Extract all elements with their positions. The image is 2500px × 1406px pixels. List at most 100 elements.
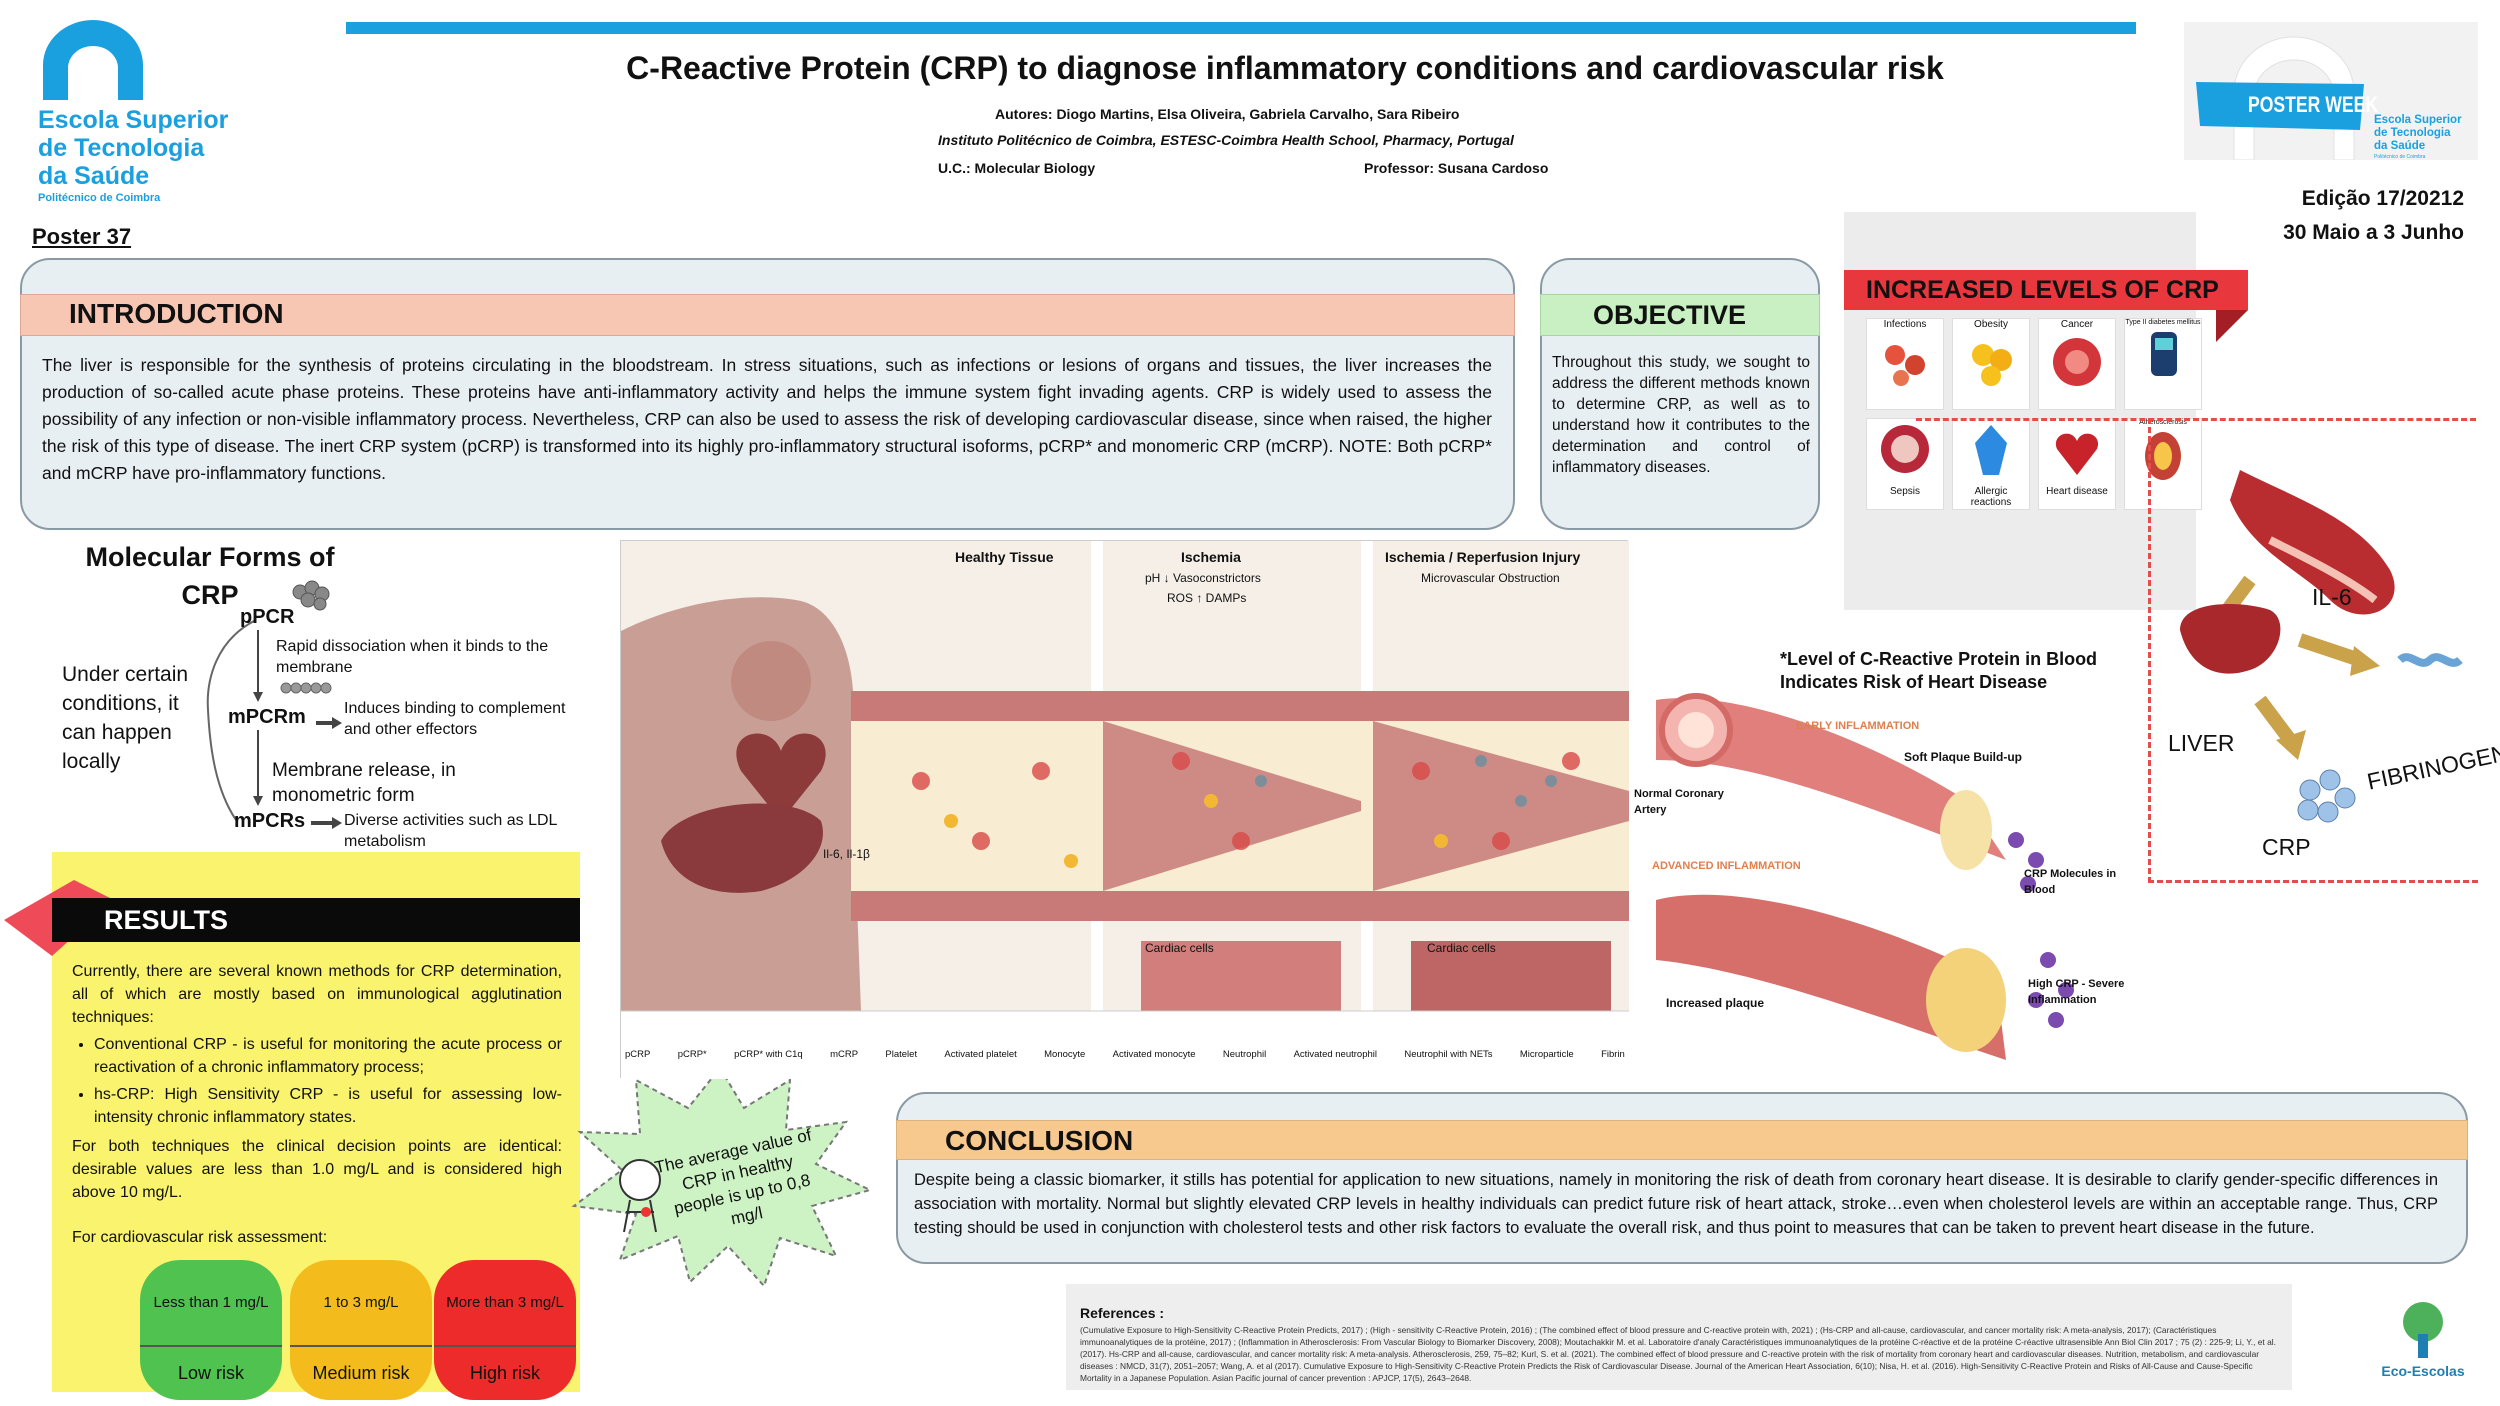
- heart-disease-title: *Level of C-Reactive Protein in Blood In…: [1780, 649, 2098, 692]
- molecular-forms-title: Molecular Forms of CRP: [85, 542, 335, 610]
- legend-item: Platelet: [885, 1049, 918, 1060]
- vascular-illustration: [621, 541, 1629, 1079]
- fig-col-ischemia-sub1: pH ↓ Vasoconstrictors: [1145, 571, 1261, 585]
- fig-col-ischemia-sub2: ROS ↑ DAMPs: [1167, 591, 1247, 605]
- conclusion-text: Despite being a classic biomarker, it st…: [914, 1171, 2438, 1237]
- poster-week-sub: Politécnico de Coimbra: [2374, 154, 2426, 160]
- results-text: Currently, there are several known metho…: [72, 960, 562, 1249]
- introduction-text: The liver is responsible for the synthes…: [42, 355, 1492, 483]
- legend-item: Fibrin: [1601, 1049, 1625, 1060]
- pcrp-label: pPCR: [240, 606, 295, 628]
- increased-levels-heading: INCREASED LEVELS OF CRP: [1844, 270, 2248, 310]
- cycle-dashed-top: [1916, 418, 2476, 421]
- mf-note-dissociation: Rapid dissociation when it binds to the …: [276, 638, 549, 676]
- tile-infections: Infections: [1866, 318, 1944, 410]
- fig-legend: pCRP pCRP* pCRP* with C1q mCRP Platelet …: [625, 1049, 1625, 1060]
- artery-icon: [2145, 432, 2181, 480]
- legend-item: Activated neutrophil: [1293, 1049, 1378, 1060]
- increased-plaque-label: Increased plaque: [1666, 996, 1765, 1010]
- glucometer-icon: [2151, 332, 2177, 376]
- starburst-icon: [571, 1066, 873, 1288]
- poster-week-arch-icon: [2196, 36, 2364, 161]
- results-cardio: For cardiovascular risk assessment:: [72, 1229, 328, 1246]
- references-heading: References :: [1080, 1305, 1165, 1321]
- tile-heart-disease: Heart disease: [2038, 418, 2116, 510]
- results-heading: RESULTS: [52, 898, 580, 942]
- poster-title: C-Reactive Protein (CRP) to diagnose inf…: [626, 50, 1944, 86]
- sepsis-icon: [1881, 425, 1929, 473]
- advanced-inflammation-label: ADVANCED INFLAMMATION: [1652, 860, 1801, 872]
- risk-medium: 1 to 3 mg/L Medium risk: [290, 1260, 432, 1404]
- results-bullet: Conventional CRP - is useful for monitor…: [94, 1033, 562, 1079]
- mf-note-ldl: Diverse activities such as LDL metabolis…: [344, 812, 557, 850]
- course-unit: U.C.: Molecular Biology: [938, 160, 1096, 176]
- tile-cancer: Cancer: [2038, 318, 2116, 410]
- legend-item: Activated platelet: [944, 1049, 1017, 1060]
- eco-escolas-logo: Eco-Escolas: [2368, 1300, 2478, 1390]
- legend-item: Microparticle: [1519, 1049, 1574, 1060]
- school-name: Escola Superior de Tecnologia da Saúde: [38, 106, 229, 190]
- risk-medium-level: Medium risk: [290, 1345, 432, 1400]
- crp-molecules-label: CRP Molecules in Blood: [2024, 868, 2117, 896]
- tile-atherosclerosis: Atherosclerosis: [2124, 418, 2202, 510]
- poster-number: Poster 37: [32, 224, 132, 249]
- legend-item: Neutrophil: [1222, 1049, 1267, 1060]
- molecular-forms-side-text: Under certain conditions, it can happen …: [62, 663, 189, 773]
- results-bullets: Conventional CRP - is useful for monitor…: [72, 1033, 562, 1129]
- poster-week-label: POSTER WEEK: [2248, 92, 2379, 117]
- high-crp-label: High CRP - Severe Inflammation: [2028, 978, 2125, 1006]
- heart-icon: [2055, 433, 2099, 475]
- fig-col-reperfusion: Ischemia / Reperfusion Injury: [1385, 549, 1581, 565]
- fig-cytokines: Il-6, Il-1β: [823, 847, 870, 861]
- results-bullet: hs-CRP: High Sensitivity CRP - is useful…: [94, 1083, 562, 1129]
- mpcrs-label: mPCRs: [234, 810, 306, 832]
- references-text: (Cumulative Exposure to High-Sensitivity…: [1080, 1325, 2276, 1383]
- school-logo-icon: [43, 20, 143, 100]
- risk-low: Less than 1 mg/L Low risk: [140, 1260, 282, 1404]
- tile-allergic: Allergic reactions: [1952, 418, 2030, 510]
- soft-plaque-label: Soft Plaque Build-up: [1904, 750, 2022, 764]
- cancer-icon: [2053, 338, 2101, 386]
- edition-info: Edição 17/20212 30 Maio a 3 Junho: [2283, 187, 2464, 244]
- school-subtitle: Politécnico de Coimbra: [38, 192, 161, 204]
- crp-label: CRP: [2262, 834, 2311, 860]
- legend-item: pCRP: [625, 1049, 651, 1060]
- obesity-icon: [1972, 344, 2012, 386]
- liver-cycle-diagram: [2180, 470, 2463, 823]
- tile-diabetes: Type II diabetes mellitus: [2124, 318, 2202, 410]
- cycle-panel: [2148, 418, 2478, 883]
- allergy-icon: [1975, 425, 2007, 475]
- normal-artery-label: Normal Coronary Artery: [1634, 788, 1724, 816]
- risk-medium-range: 1 to 3 mg/L: [290, 1260, 432, 1345]
- fig-col-reperfusion-sub: Microvascular Obstruction: [1421, 571, 1560, 585]
- objective-heading: OBJECTIVE: [1540, 294, 1820, 336]
- legend-item: Neutrophil with NETs: [1404, 1049, 1493, 1060]
- tile-obesity: Obesity: [1952, 318, 2030, 410]
- il6-label: IL-6: [2312, 584, 2352, 610]
- ribbon-fold-icon: [2216, 310, 2248, 342]
- introduction-heading: INTRODUCTION: [20, 294, 1515, 336]
- poster-week-logo: POSTER WEEK Escola Superior de Tecnologi…: [2184, 22, 2478, 161]
- fig-col-ischemia: Ischemia: [1181, 549, 1241, 565]
- risk-high-level: High risk: [434, 1345, 576, 1400]
- institute: Instituto Politécnico de Coimbra, ESTESC…: [938, 132, 1514, 148]
- eco-tree-icon: [2403, 1302, 2443, 1358]
- eco-escolas-label: Eco-Escolas: [2381, 1363, 2465, 1379]
- molecular-forms-diagram: [206, 580, 342, 829]
- early-inflammation-label: EARLY INFLAMMATION: [1796, 720, 1920, 732]
- legend-item: Monocyte: [1044, 1049, 1086, 1060]
- risk-high: More than 3 mg/L High risk: [434, 1260, 576, 1404]
- poster-week-school: Escola Superior de Tecnologia da Saúde: [2374, 114, 2462, 152]
- artery-illustration: [1656, 693, 2074, 1060]
- liver-label: LIVER: [2168, 730, 2235, 756]
- mpcrm-label: mPCRm: [228, 706, 306, 728]
- results-intro: Currently, there are several known metho…: [72, 963, 562, 1026]
- legend-item: pCRP*: [677, 1049, 707, 1060]
- references-panel: [1066, 1284, 2292, 1390]
- authors: Autores: Diogo Martins, Elsa Oliveira, G…: [995, 106, 1460, 122]
- professor: Professor: Susana Cardoso: [1364, 160, 1549, 176]
- legend-item: mCRP: [830, 1049, 859, 1060]
- conclusion-heading: CONCLUSION: [896, 1120, 2468, 1160]
- center-illustration: Healthy Tissue Ischemia pH ↓ Vasoconstri…: [620, 540, 1629, 1079]
- risk-low-range: Less than 1 mg/L: [140, 1260, 282, 1345]
